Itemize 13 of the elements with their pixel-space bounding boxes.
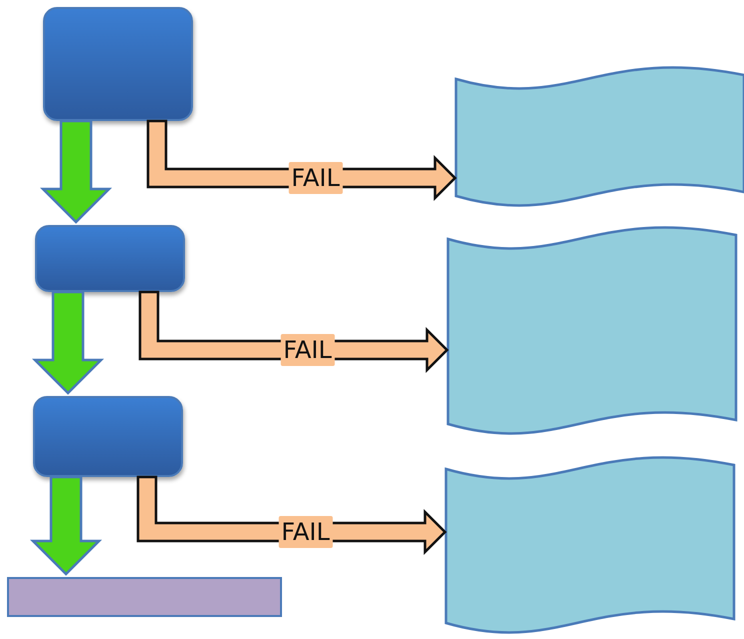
edge-label: FAIL — [280, 334, 335, 366]
end-bar — [7, 577, 282, 617]
block-arrow — [30, 476, 102, 576]
process-box — [35, 225, 185, 292]
edge-label: FAIL — [278, 516, 333, 548]
wave-banner — [454, 66, 744, 206]
block-arrow — [40, 120, 112, 224]
block-arrow — [32, 290, 104, 395]
process-box — [43, 7, 193, 121]
wave-banner — [446, 226, 738, 434]
wave-banner — [444, 456, 736, 634]
process-box — [33, 396, 183, 477]
edge-label: FAIL — [288, 162, 343, 194]
